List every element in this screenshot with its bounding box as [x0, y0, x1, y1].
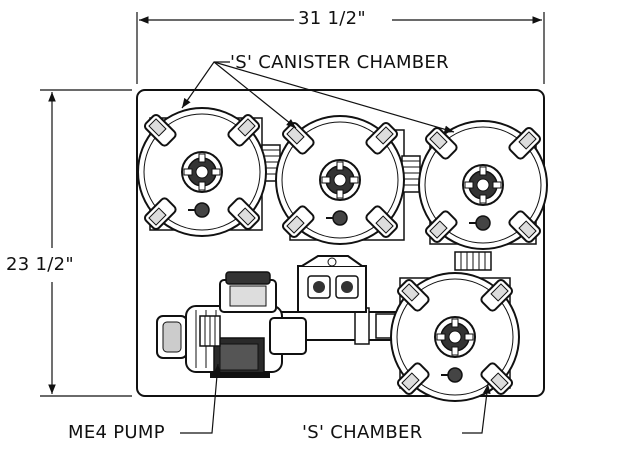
canister-chamber-3 [418, 120, 548, 250]
s-chamber [390, 272, 520, 402]
chamber-leader [462, 383, 491, 434]
height-dimension [40, 89, 132, 397]
width-dimension-label: 31 1/2" [298, 8, 366, 29]
canister-chamber-2 [275, 115, 405, 245]
union-coupling-3 [454, 251, 492, 271]
height-dimension-label: 23 1/2" [6, 254, 74, 275]
canister-chamber-1 [137, 107, 267, 237]
chamber-label: 'S' CHAMBER [302, 422, 423, 443]
canister-chamber-label: 'S' CANISTER CHAMBER [230, 52, 449, 73]
me4-pump [156, 271, 307, 378]
pump-leader [180, 363, 221, 434]
canister-leaders [181, 61, 455, 133]
pump-label: ME4 PUMP [68, 422, 165, 443]
width-dimension [136, 12, 545, 84]
